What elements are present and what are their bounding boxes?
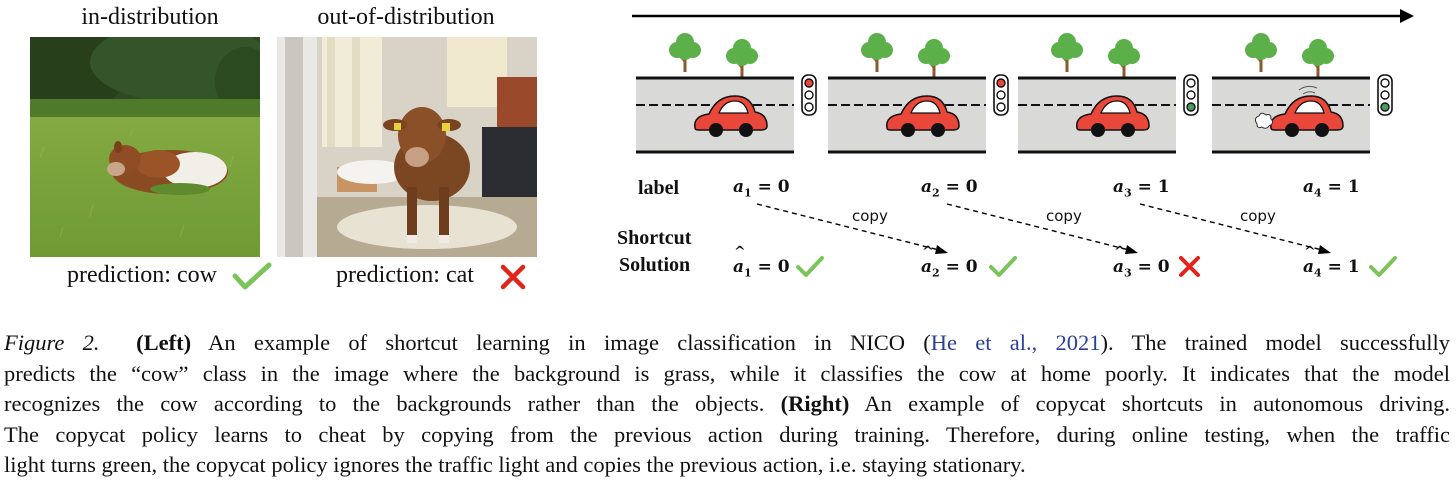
caption-line-2: predicts the “cow” class in the image wh… <box>4 360 1450 386</box>
frame-1-tree-left-leaf <box>677 44 693 60</box>
figure-caption: Figure 2. (Left) An example of shortcut … <box>4 328 1450 481</box>
prediction-text: prediction: cow <box>67 262 217 288</box>
copy-arrow-2 <box>946 203 1134 252</box>
frame-2-traffic-lamp <box>996 102 1006 112</box>
cow-on-grass-photo <box>30 37 260 257</box>
frame-3-tree-right-leaf <box>1116 50 1132 66</box>
check-icon <box>989 256 1017 277</box>
frame-1-tree-right-leaf <box>734 50 750 66</box>
frame-1-car-wheel-rear <box>709 123 723 137</box>
in-distribution-title: in-distribution <box>81 4 219 30</box>
frame-4-motion-lines <box>1298 85 1318 95</box>
prediction-text: prediction: cat <box>336 262 474 288</box>
citation-link[interactable]: He et al., 2021 <box>930 330 1101 355</box>
pred-a3: a3 = 0 <box>1113 244 1170 279</box>
solution-row-title: Solution <box>619 254 691 276</box>
in-distribution-prediction: prediction: cow <box>67 262 217 289</box>
frame-4-car-wheel-front <box>1315 123 1329 137</box>
frame-3-car-wheel-rear <box>1091 123 1105 137</box>
pred-a4: a4 = 1 <box>1303 244 1360 279</box>
cow-at-home-photo <box>277 37 537 257</box>
copy-arrowhead-3 <box>1318 245 1331 254</box>
check-icon <box>232 262 272 290</box>
label-row-title: label <box>638 177 680 199</box>
frame-2-traffic-lamp <box>996 90 1006 100</box>
frame-4-tree-left-leaf <box>1253 44 1269 60</box>
frame-3-car-window <box>1100 100 1131 114</box>
frame-2-car-wheel-rear <box>901 123 915 137</box>
label-a1: a1 = 0 <box>733 177 790 200</box>
copy-label-3: copy <box>1240 207 1276 225</box>
check-icon <box>796 256 824 277</box>
frame-4-tree-right-leaf <box>1310 50 1326 66</box>
caption-line-4: The copycat policy learns to cheat by co… <box>4 421 1450 447</box>
frame-2-tree-left-leaf <box>869 44 885 60</box>
label-a3: a3 = 1 <box>1113 177 1170 200</box>
shortcut-row-title: Shortcut <box>617 227 692 249</box>
copy-arrow-3 <box>1139 203 1327 252</box>
caption-line-3: recognizes the cow according to the back… <box>4 391 1450 416</box>
copycat-driving-diagram <box>632 9 1414 254</box>
frame-2-car-window <box>910 100 941 114</box>
label-a2: a2 = 0 <box>921 177 978 200</box>
copy-arrowhead-1 <box>935 245 948 254</box>
frame-1-traffic-lamp <box>804 90 814 100</box>
caption-line-1: Figure 2. (Left) An example of shortcut … <box>4 330 1451 355</box>
frame-4-traffic-lamp <box>1380 90 1390 100</box>
frame-2-tree-right-leaf <box>926 50 942 66</box>
frame-3-traffic-lamp <box>1186 102 1196 112</box>
copy-label-1: copy <box>852 207 888 225</box>
pred-a1: a1 = 0 <box>733 244 790 279</box>
frame-4-car-wheel-rear <box>1285 123 1299 137</box>
copy-arrow-1 <box>756 203 944 252</box>
frame-2-traffic-lamp <box>996 78 1006 88</box>
label-a4: a4 = 1 <box>1303 177 1360 200</box>
frame-3-traffic-lamp <box>1186 90 1196 100</box>
out-of-distribution-title: out-of-distribution <box>317 4 495 30</box>
check-icon <box>1369 256 1397 277</box>
frame-1-traffic-lamp <box>804 102 814 112</box>
pred-a2: a2 = 0 <box>921 244 978 279</box>
frame-4-exhaust-puff <box>1254 112 1274 129</box>
frame-2-car-wheel-front <box>931 123 945 137</box>
frame-3-car-wheel-front <box>1121 123 1135 137</box>
frame-3-traffic-lamp <box>1186 78 1196 88</box>
copy-arrowhead-2 <box>1125 245 1138 254</box>
caption-line-5: light turns green, the copycat policy ig… <box>4 452 1026 477</box>
time-arrow-head <box>1400 9 1414 23</box>
frame-4-traffic-lamp <box>1380 102 1390 112</box>
frame-4-traffic-lamp <box>1380 78 1390 88</box>
frame-4-car-window <box>1294 100 1325 114</box>
cross-icon <box>500 264 526 290</box>
frame-1-car-wheel-front <box>739 123 753 137</box>
frame-1-car-window <box>718 100 749 114</box>
frame-3-tree-left-leaf <box>1059 44 1075 60</box>
out-of-distribution-prediction: prediction: cat <box>336 262 474 289</box>
frame-1-traffic-lamp <box>804 78 814 88</box>
copy-label-2: copy <box>1046 207 1082 225</box>
cross-icon <box>1179 256 1200 277</box>
